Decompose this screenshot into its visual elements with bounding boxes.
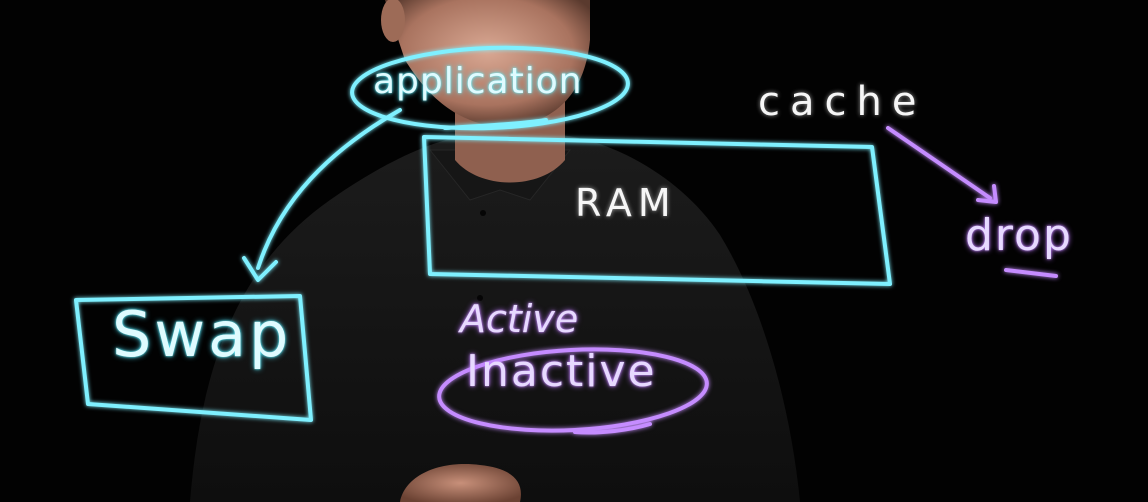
application-to-swap-arrow xyxy=(256,108,402,270)
swap-box xyxy=(74,294,313,422)
inactive-underline xyxy=(573,422,652,435)
presenter-shirt xyxy=(190,135,800,502)
presenter-face xyxy=(385,0,590,128)
arrowhead-icon xyxy=(976,184,998,204)
swap-label: Swap xyxy=(112,298,292,371)
cache-to-drop-arrow xyxy=(886,126,992,200)
presenter-hand xyxy=(400,464,521,502)
application-circle xyxy=(350,45,630,131)
presenter-ear xyxy=(381,0,405,42)
drop-label: drop xyxy=(965,210,1073,261)
inactive-label: Inactive xyxy=(466,346,657,397)
cache-label: cache xyxy=(758,79,927,125)
arrowhead-icon xyxy=(242,256,278,282)
application-label: application xyxy=(373,61,583,102)
active-label: Active xyxy=(460,297,579,341)
shirt-button xyxy=(480,210,486,216)
shirt-button xyxy=(477,295,483,301)
presenter xyxy=(190,0,800,502)
application-underline xyxy=(443,118,548,130)
drop-underline xyxy=(1004,268,1058,278)
inactive-circle xyxy=(437,347,709,433)
ram-box xyxy=(422,135,892,286)
ram-label: RAM xyxy=(575,181,677,225)
